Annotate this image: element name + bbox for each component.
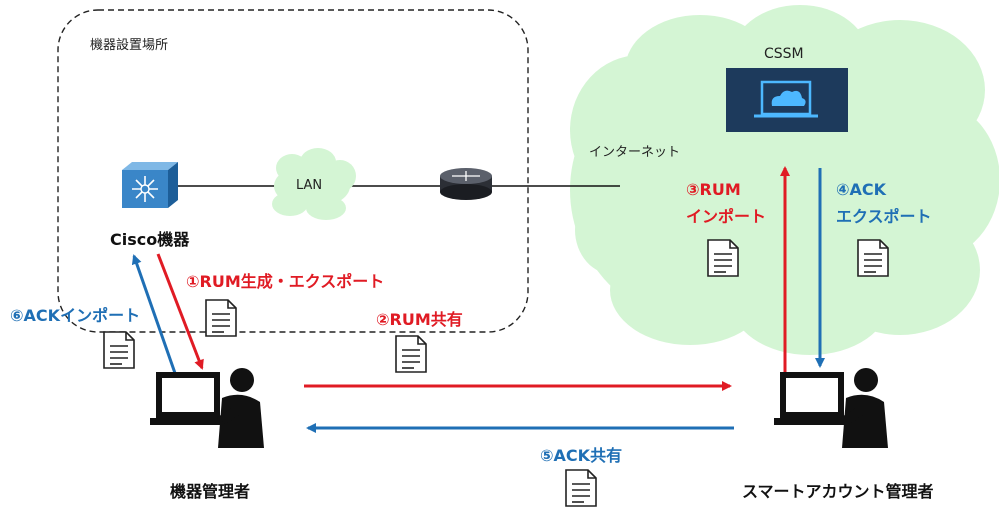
device-admin-label: 機器管理者 xyxy=(170,482,251,501)
arrow-step1 xyxy=(156,253,204,370)
step4-label-line2: エクスポート xyxy=(836,207,932,226)
lan-label: LAN xyxy=(296,178,323,193)
laptop-cloud-icon xyxy=(754,80,818,118)
document-icon xyxy=(205,299,237,337)
cisco-device-label: Cisco機器 xyxy=(110,230,190,249)
step2-label: ②RUM共有 xyxy=(376,310,463,329)
person-laptop-icon xyxy=(150,368,264,448)
switch-icon xyxy=(122,162,178,208)
step3-label-line2: インポート xyxy=(686,207,767,226)
document-icon xyxy=(707,239,739,277)
step5-label: ⑤ACK共有 xyxy=(540,446,623,465)
lan-cloud xyxy=(272,148,356,220)
document-icon xyxy=(565,469,597,507)
cssm-box xyxy=(726,68,848,132)
person-laptop-icon xyxy=(774,368,888,448)
site-label: 機器設置場所 xyxy=(90,38,169,53)
document-icon xyxy=(857,239,889,277)
step4-label-line1: ④ACK xyxy=(836,180,887,199)
smart-account-admin-label: スマートアカウント管理者 xyxy=(742,482,934,501)
router-icon xyxy=(440,168,492,200)
step6-label: ⑥ACKインポート xyxy=(10,306,141,325)
step3-label-line1: ③RUM xyxy=(686,180,741,199)
site-boundary xyxy=(57,9,529,333)
cssm-label: CSSM xyxy=(764,46,804,62)
arrow-step6 xyxy=(131,254,178,377)
internet-label: インターネット xyxy=(589,145,681,160)
document-icon xyxy=(103,331,135,369)
document-icon xyxy=(395,335,427,373)
step1-label: ①RUM生成・エクスポート xyxy=(186,272,385,291)
